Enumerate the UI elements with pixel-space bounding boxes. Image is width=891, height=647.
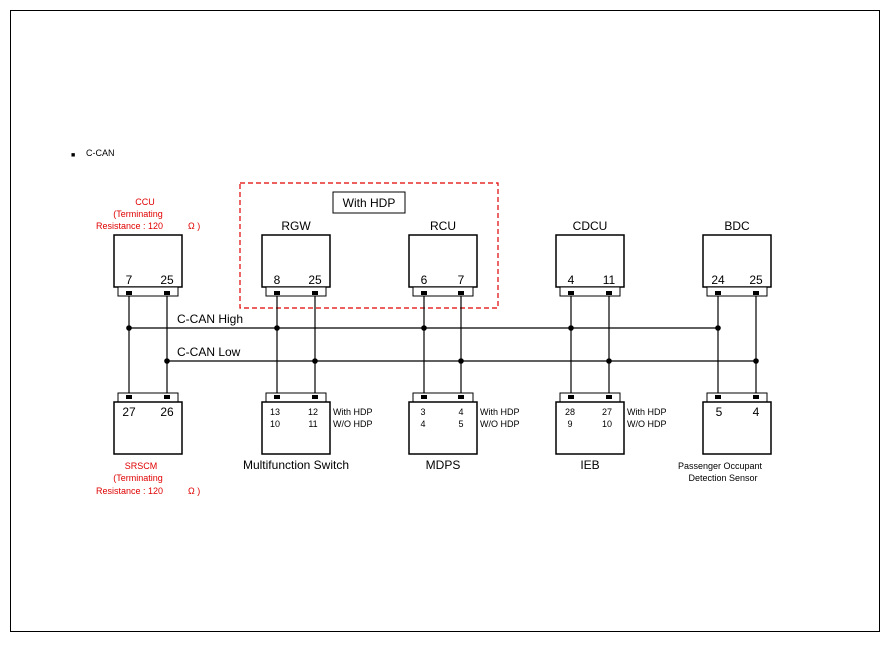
cdcu-pin-high: 4	[568, 273, 575, 287]
ieb-with-hdp-label: With HDP	[627, 407, 667, 417]
hdp-group-label: With HDP	[343, 196, 396, 210]
mfs-wo-hdp-label: W/O HDP	[333, 419, 373, 429]
rgw-pin-low: 25	[308, 273, 322, 287]
ieb-hdp-pin-low: 27	[602, 407, 612, 417]
ieb-name: IEB	[580, 458, 599, 472]
srscm-note-line1: (Terminating	[113, 473, 163, 483]
srscm-pin-low: 26	[160, 405, 174, 419]
hdp-group-label-box	[332, 191, 406, 214]
hdp-group-frame	[239, 182, 499, 309]
bdc-module: BDC 24 25	[702, 219, 772, 297]
mfs-name: Multifunction Switch	[243, 458, 349, 472]
rcu-pin-high: 6	[421, 273, 428, 287]
srscm-pin-high: 27	[122, 405, 136, 419]
ieb-hdp-pin-high: 28	[565, 407, 575, 417]
ccu-pin-high: 7	[126, 273, 133, 287]
cdcu-module: CDCU 4 11	[555, 219, 625, 297]
mfs-hdp-pin-low: 12	[308, 407, 318, 417]
podss-pin-low: 4	[753, 405, 760, 419]
rcu-module: RCU 6 7	[408, 219, 478, 297]
bdc-pin-high: 24	[711, 273, 725, 287]
multifunction-switch-module: 13 12 10 11 With HDP W/O HDP Multifuncti…	[243, 392, 373, 472]
mdps-hdp-pin-low: 4	[458, 407, 463, 417]
cdcu-name: CDCU	[573, 219, 608, 233]
drop-wires	[128, 294, 757, 396]
podss-pin-high: 5	[716, 405, 723, 419]
srscm-module: 27 26 SRSCM (Terminating Resistance : 12…	[96, 392, 200, 496]
ccu-note-line2b: Ω )	[188, 221, 200, 231]
srscm-note-line2b: Ω )	[188, 486, 200, 496]
c-can-high-label: C-CAN High	[177, 312, 243, 326]
rgw-pin-high: 8	[274, 273, 281, 287]
podss-name-line1: Passenger Occupant	[678, 461, 763, 471]
mfs-with-hdp-label: With HDP	[333, 407, 373, 417]
mdps-module: 3 4 4 5 With HDP W/O HDP MDPS	[408, 392, 520, 472]
mfs-wo-pin-low: 11	[308, 419, 317, 429]
podss-module: 5 4 Passenger Occupant Detection Sensor	[678, 392, 772, 483]
mdps-name: MDPS	[426, 458, 461, 472]
ccu-note-line2a: Resistance : 120	[96, 221, 163, 231]
mdps-wo-pin-low: 5	[458, 419, 463, 429]
rgw-module: RGW 8 25	[261, 219, 331, 297]
c-can-low-label: C-CAN Low	[177, 345, 241, 359]
junction-dots	[126, 325, 759, 364]
rcu-pin-low: 7	[458, 273, 465, 287]
ieb-wo-pin-low: 10	[602, 419, 612, 429]
section-title: C-CAN	[86, 148, 115, 158]
bdc-pin-low: 25	[749, 273, 763, 287]
ccu-name: CCU	[135, 197, 155, 207]
diagram-frame	[10, 10, 880, 632]
bdc-name: BDC	[724, 219, 750, 233]
srscm-note-line2a: Resistance : 120	[96, 486, 163, 496]
srscm-name: SRSCM	[125, 461, 158, 471]
mdps-wo-pin-high: 4	[420, 419, 425, 429]
mfs-wo-pin-high: 10	[270, 419, 280, 429]
mfs-hdp-pin-high: 13	[270, 407, 280, 417]
ccu-pin-low: 25	[160, 273, 174, 287]
rcu-name: RCU	[430, 219, 456, 233]
ccu-note-line1: (Terminating	[113, 209, 163, 219]
mdps-wo-hdp-label: W/O HDP	[480, 419, 520, 429]
podss-name-line2: Detection Sensor	[688, 473, 757, 483]
cdcu-pin-low: 11	[603, 273, 616, 287]
ieb-wo-pin-high: 9	[567, 419, 572, 429]
ieb-wo-hdp-label: W/O HDP	[627, 419, 667, 429]
mdps-with-hdp-label: With HDP	[480, 407, 520, 417]
rgw-name: RGW	[281, 219, 311, 233]
ieb-module: 28 27 9 10 With HDP W/O HDP IEB	[555, 392, 667, 472]
mdps-hdp-pin-high: 3	[420, 407, 425, 417]
section-bullet: ■	[71, 152, 75, 159]
ccu-module: CCU (Terminating Resistance : 120 Ω ) 7 …	[96, 197, 200, 297]
